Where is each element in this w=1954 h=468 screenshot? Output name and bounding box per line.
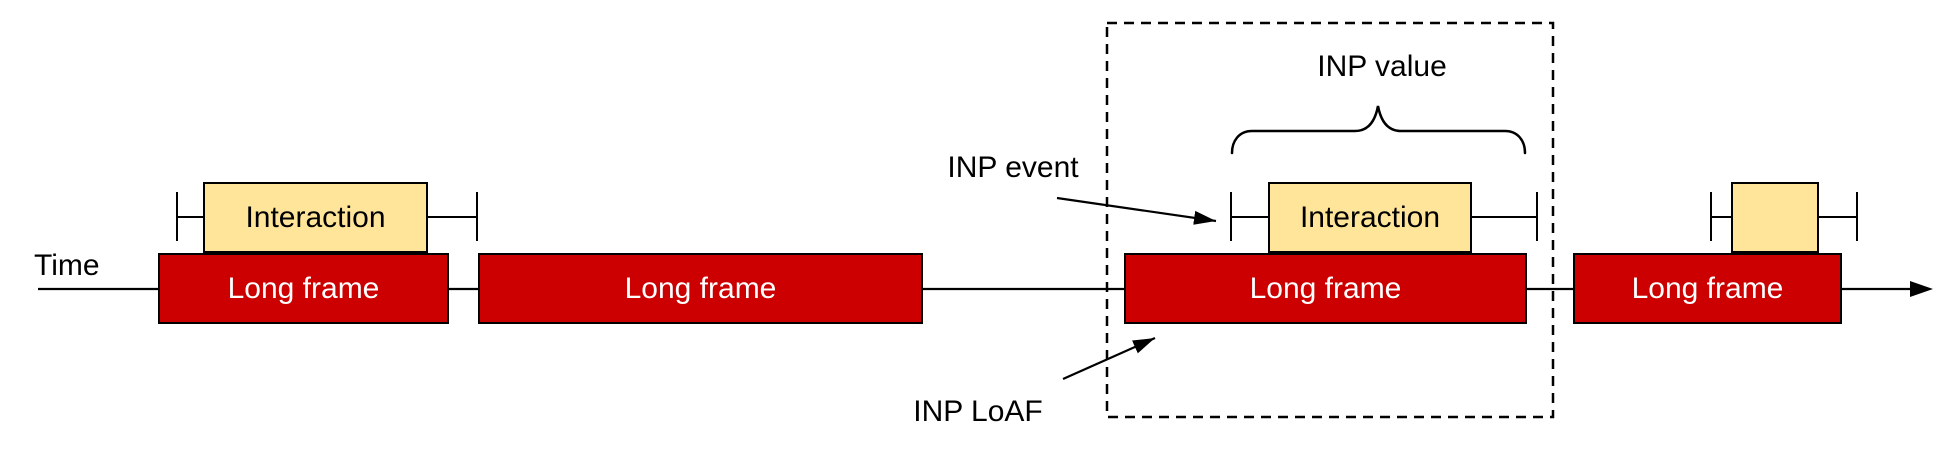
interaction-box-inp: Interaction — [1268, 182, 1472, 253]
interaction-3-start-connector — [1712, 216, 1731, 218]
interaction-box-3 — [1731, 182, 1819, 253]
inp-loaf-label: INP LoAF — [913, 395, 1043, 428]
long-frame-box-2: Long frame — [478, 253, 923, 324]
interaction-3-end-connector — [1819, 216, 1856, 218]
long-frame-box-4: Long frame — [1573, 253, 1842, 324]
time-axis-label: Time — [34, 249, 100, 282]
interaction-2-start-connector — [1232, 216, 1268, 218]
interaction-3-end-tick — [1856, 192, 1858, 241]
long-frame-box-inp-loaf: Long frame — [1124, 253, 1527, 324]
inp-event-label: INP event — [947, 151, 1079, 184]
long-frame-label: Long frame — [1631, 271, 1784, 305]
long-frame-label: Long frame — [624, 271, 777, 305]
interaction-3-start-tick — [1710, 192, 1712, 241]
interaction-1-start-tick — [176, 192, 178, 241]
interaction-1-start-connector — [178, 216, 203, 218]
long-frame-label: Long frame — [227, 271, 380, 305]
inp-value-label: INP value — [1317, 50, 1447, 83]
interaction-1-end-tick — [476, 192, 478, 241]
interaction-2-end-connector — [1472, 216, 1536, 218]
long-frame-box-1: Long frame — [158, 253, 449, 324]
interaction-label: Interaction — [1299, 200, 1441, 234]
interaction-box-1: Interaction — [203, 182, 428, 253]
long-frame-label: Long frame — [1249, 271, 1402, 305]
interaction-2-end-tick — [1536, 192, 1538, 241]
timeline-arrowhead-icon — [1910, 281, 1933, 297]
interaction-label: Interaction — [245, 200, 386, 234]
interaction-1-end-connector — [428, 216, 476, 218]
